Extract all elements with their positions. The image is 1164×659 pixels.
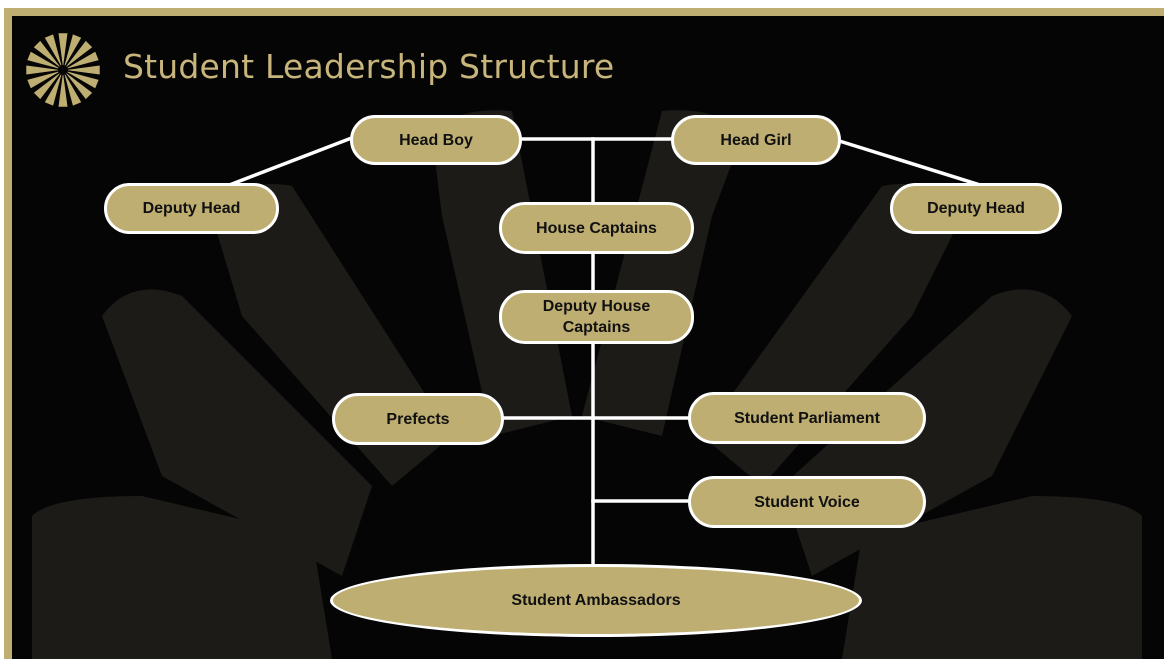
page-title: Student Leadership Structure <box>123 47 615 86</box>
student-voice-label: Student Voice <box>754 493 860 511</box>
head-boy-node: Head Boy <box>350 115 522 165</box>
deputy-house-captains-label: Deputy House Captains <box>542 298 651 336</box>
head-girl-node: Head Girl <box>671 115 841 165</box>
deputy-head-left-node: Deputy Head <box>104 183 279 234</box>
house-captains-node: House Captains <box>499 202 694 254</box>
student-ambassadors-label: Student Ambassadors <box>511 592 681 609</box>
student-voice-node: Student Voice <box>688 476 926 528</box>
deputy-head-right-label: Deputy Head <box>927 200 1025 217</box>
deputy-head-left-label: Deputy Head <box>142 200 241 217</box>
sunburst-watermark <box>32 110 1142 659</box>
deputy-head-right-node: Deputy Head <box>890 183 1062 234</box>
prefects-node: Prefects <box>332 393 504 445</box>
student-ambassadors-node: Student Ambassadors <box>330 564 862 637</box>
slide-canvas: Student Leadership Structure Head Boy He… <box>12 16 1164 659</box>
gold-sunburst-icon <box>26 33 100 107</box>
deputy-house-captains-node: Deputy House Captains <box>499 290 694 344</box>
head-boy-label: Head Boy <box>399 131 473 149</box>
slide-frame: Student Leadership Structure Head Boy He… <box>4 8 1164 659</box>
house-captains-label: House Captains <box>536 219 657 237</box>
prefects-label: Prefects <box>386 410 450 428</box>
student-parliament-node: Student Parliament <box>688 392 926 444</box>
student-parliament-label: Student Parliament <box>734 409 880 427</box>
head-girl-label: Head Girl <box>720 131 792 149</box>
